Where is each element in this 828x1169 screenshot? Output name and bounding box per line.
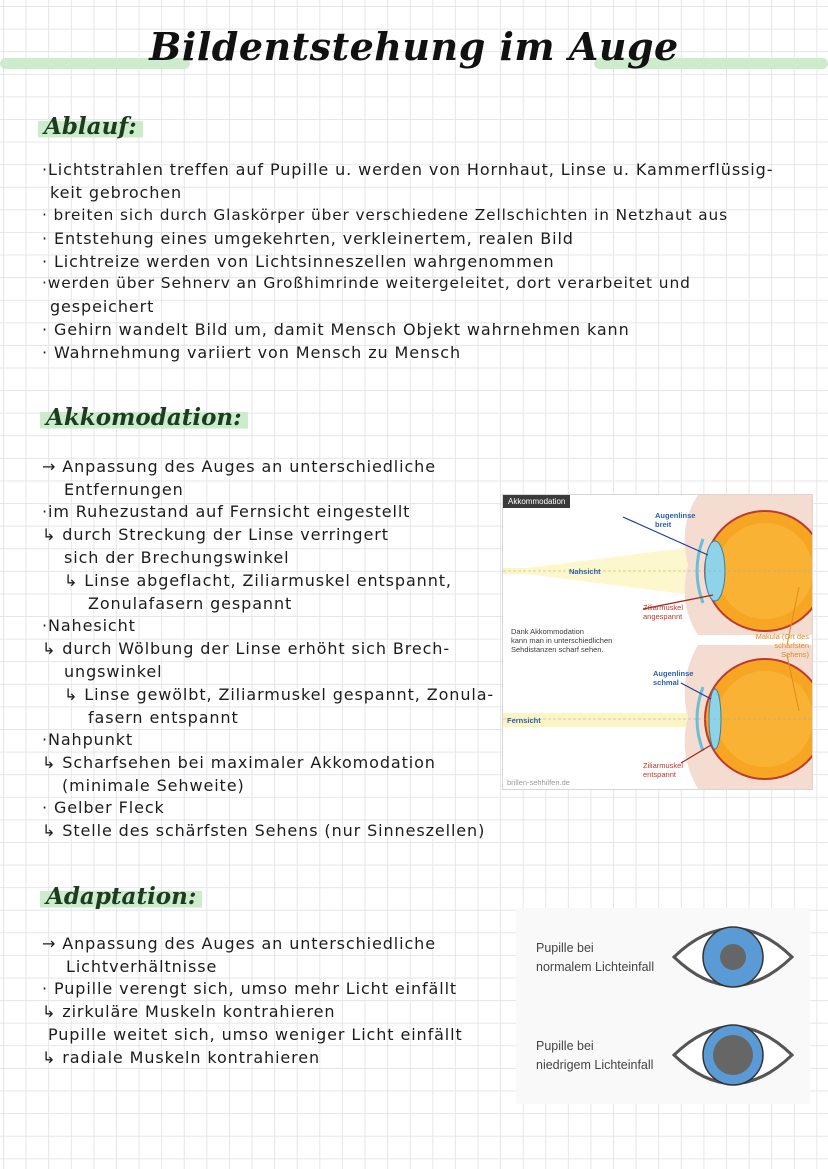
label-dank-akkommodation: Dank Akkommodation kann man in unterschi… [511, 627, 612, 654]
label-fernsicht: Fernsicht [507, 716, 541, 725]
akkomodation-line: ↳ durch Wölbung der Linse erhöht sich Br… [42, 639, 450, 658]
akkomodation-line: ↳ Linse gewölbt, Ziliarmuskel gespannt, … [64, 685, 495, 704]
heading-adaptation: Adaptation: [40, 882, 203, 912]
label-line: kann man in unterschiedlichen [511, 636, 613, 645]
pupil-card-line: Pupille bei [536, 1039, 594, 1053]
adaptation-line: Lichtverhältnisse [66, 957, 218, 976]
heading-akkomodation: Akkomodation: [40, 403, 248, 433]
label-augenlinse-breit: Augenlinse breit [655, 511, 695, 529]
ablauf-line: · Wahrnehmung variiert von Mensch zu Men… [42, 343, 461, 362]
pupil-small [720, 944, 746, 970]
akkomodation-line: ↳ Linse abgeflacht, Ziliarmuskel entspan… [64, 571, 452, 590]
title-highlight-left [0, 58, 190, 69]
ablauf-line: ·werden über Sehnerv an Großhimrinde wei… [42, 274, 691, 292]
ablauf-line: gespeichert [50, 297, 155, 316]
eye-normal-icon [671, 926, 795, 988]
pupil-card-low: Pupille bei niedrigem Lichteinfall [516, 1006, 810, 1104]
akkomodation-line: Entfernungen [64, 480, 184, 499]
pointer-macula-top [786, 586, 800, 646]
page-title: Bildentstehung im Auge [149, 24, 679, 69]
label-ziliarmuskel-entspannt: Ziliarmuskel entspannt [643, 761, 683, 779]
adaptation-line: ↳ radiale Muskeln kontrahieren [42, 1048, 321, 1067]
adaptation-line: ↳ zirkuläre Muskeln kontrahieren [42, 1002, 336, 1021]
akkomodation-line: (minimale Sehweite) [62, 776, 245, 795]
pupil-card-text: Pupille bei niedrigem Lichteinfall [536, 1037, 653, 1075]
label-line: Dank Akkommodation [511, 627, 584, 636]
heading-ablauf: Ablauf: [38, 112, 143, 142]
adaptation-line: Pupille weitet sich, umso weniger Licht … [48, 1025, 463, 1044]
pupil-card-line: Pupille bei [536, 941, 594, 955]
ablauf-line: · Gehirn wandelt Bild um, damit Mensch O… [42, 320, 630, 339]
label-line: angespannt [643, 612, 683, 621]
akkomodation-line: ·Nahpunkt [42, 730, 134, 749]
akkommodation-figure: Akkommodation Augenlinse breit Nahsicht … [502, 494, 813, 790]
title-highlight-right [594, 58, 828, 69]
pupil-card-text: Pupille bei normalem Lichteinfall [536, 939, 654, 977]
eye-diagram [503, 495, 812, 789]
ablauf-line: · breiten sich durch Glaskörper über ver… [42, 206, 728, 224]
akkomodation-line: → Anpassung des Auges an unterschiedlich… [42, 457, 436, 476]
ablauf-line: ·Lichtstrahlen treffen auf Pupille u. we… [42, 160, 774, 179]
label-augenlinse-schmal: Augenlinse schmal [653, 669, 693, 687]
label-line: Ziliarmuskel [643, 761, 684, 770]
ablauf-line: · Lichtreize werden von Lichtsinneszelle… [42, 252, 555, 271]
label-line: Augenlinse [653, 669, 694, 678]
pointer-lens-bottom [680, 682, 712, 700]
akkomodation-line: ↳ Stelle des schärfsten Sehens (nur Sinn… [42, 821, 486, 840]
label-source: brillen-sehhilfen.de [507, 778, 570, 787]
pupil-card-normal: Pupille bei normalem Lichteinfall [516, 908, 810, 1006]
label-line: Sehdistanzen scharf sehen. [511, 645, 604, 654]
pointer-ciliary-top [642, 594, 714, 610]
label-nahsicht: Nahsicht [569, 567, 601, 576]
adaptation-line: · Pupille verengt sich, umso mehr Licht … [42, 979, 458, 998]
figure-tag: Akkommodation [503, 495, 571, 508]
label-line: Makula (Ort des [755, 632, 809, 641]
ablauf-line: · Entstehung eines umgekehrten, verklein… [42, 229, 574, 248]
cornea-bottom [695, 686, 705, 752]
akkomodation-line: ungswinkel [64, 662, 163, 681]
pupil-card-line: niedrigem Lichteinfall [536, 1058, 654, 1072]
pointer-macula-bottom [786, 654, 800, 712]
label-line: schmal [653, 678, 679, 687]
label-line: Augenlinse [655, 511, 696, 520]
label-line: schärfsten Sehens) [774, 641, 809, 659]
eye-dilated-icon [671, 1024, 795, 1086]
label-line: breit [655, 520, 672, 529]
pointer-lens-top [622, 516, 709, 556]
label-line: entspannt [643, 770, 676, 779]
adaptation-line: → Anpassung des Auges an unterschiedlich… [42, 934, 436, 953]
label-makula: Makula (Ort des schärfsten Sehens) [753, 632, 809, 659]
akkomodation-line: · Gelber Fleck [42, 798, 165, 817]
label-line: Ziliarmuskel [643, 603, 684, 612]
akkomodation-line: Zonulafasern gespannt [88, 594, 293, 613]
pupil-large [713, 1035, 753, 1075]
pointer-ciliary-bottom [680, 744, 712, 764]
pupil-card-line: normalem Lichteinfall [536, 960, 655, 974]
akkomodation-line: ↳ Scharfsehen bei maximaler Akkomodation [42, 753, 436, 772]
title-area: Bildentstehung im Auge [0, 14, 828, 84]
akkomodation-line: ·im Ruhezustand auf Fernsicht eingestell… [42, 502, 411, 521]
akkomodation-line: sich der Brechungswinkel [64, 548, 290, 567]
akkomodation-line: fasern entspannt [88, 708, 239, 727]
akkomodation-line: ↳ durch Streckung der Linse verringert [42, 525, 389, 544]
label-ziliarmuskel-angespannt: Ziliarmuskel angespannt [643, 603, 683, 621]
akkomodation-line: ·Nahesicht [42, 616, 136, 635]
ablauf-line: keit gebrochen [50, 183, 183, 202]
